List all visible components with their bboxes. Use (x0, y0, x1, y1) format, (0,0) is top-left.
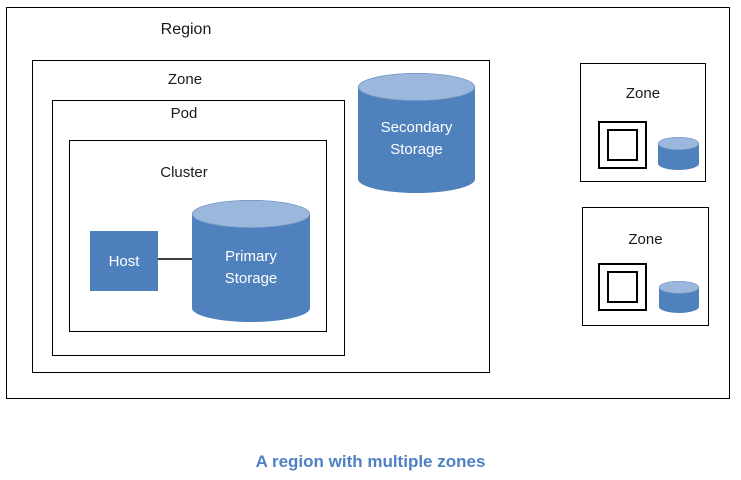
cluster-label: Cluster (160, 164, 208, 181)
secondary-storage-cylinder-icon: Secondary Storage (358, 73, 475, 193)
cylinder-shape (358, 73, 475, 193)
small-zone-2-label: Zone (628, 231, 663, 248)
cylinder-shape (658, 137, 699, 170)
primary-storage-label: Primary Storage (224, 248, 278, 287)
host-label: Host (108, 252, 140, 270)
main-zone-label: Zone (167, 71, 203, 88)
host-storage-connector-line (158, 258, 192, 260)
cylinder-shape (659, 281, 699, 313)
nested-squares-inner (607, 129, 638, 161)
region-label: Region (160, 21, 212, 38)
small-cylinder-icon (658, 137, 699, 170)
pod-box (52, 100, 345, 356)
cluster-box (69, 140, 327, 332)
region-box (6, 7, 730, 399)
secondary-storage-label: Secondary Storage (380, 119, 453, 158)
host-box: Host (90, 231, 158, 291)
nested-squares-icon (598, 121, 647, 169)
small-zone-1-label: Zone (625, 85, 661, 102)
pod-label: Pod (170, 105, 198, 122)
small-zone-2-box: Zone (582, 207, 709, 326)
main-zone-box (32, 60, 490, 373)
primary-storage-cylinder-icon: Primary Storage (192, 200, 310, 322)
diagram-caption: A region with multiple zones (255, 452, 486, 471)
nested-squares-inner (607, 271, 638, 303)
nested-squares-icon (598, 263, 647, 311)
small-zone-1-box: Zone (580, 63, 706, 182)
cylinder-shape (192, 200, 310, 322)
small-cylinder-icon (659, 281, 699, 313)
